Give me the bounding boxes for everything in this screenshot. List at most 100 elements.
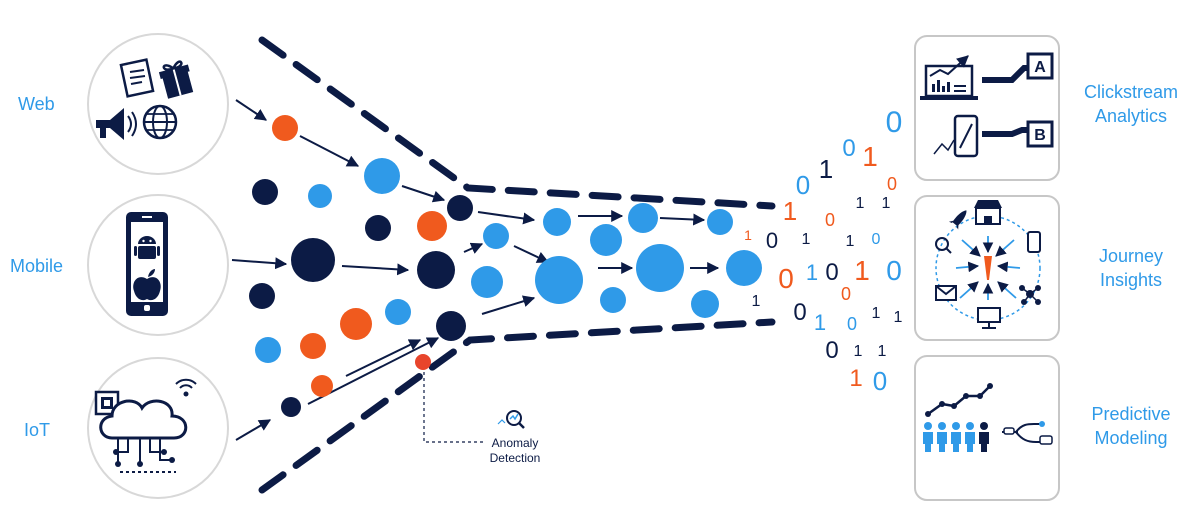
data-dot (255, 337, 281, 363)
output-label-predictive: Predictive Modeling (1091, 404, 1171, 448)
store-icon (974, 200, 1002, 225)
data-dots (249, 115, 762, 417)
data-dot (483, 223, 509, 249)
mobile-chart-icon (933, 114, 979, 158)
data-dot (308, 184, 332, 208)
binary-digit: 1 (894, 309, 903, 326)
alert-icon (984, 256, 992, 280)
binary-digit: 1 (846, 233, 855, 250)
people-group-icon (923, 422, 989, 452)
source-circle-web (87, 33, 229, 175)
binary-digit: 0 (873, 366, 887, 396)
trend-line-icon (925, 383, 993, 417)
data-dot (417, 251, 455, 289)
data-dot (436, 311, 466, 341)
mail-icon (935, 285, 957, 301)
arrow-iot-in (235, 419, 272, 441)
data-dot (535, 256, 583, 304)
cloud-circuit-icon (99, 399, 188, 473)
binary-digit: 1 (882, 195, 891, 212)
anomaly-leader-line (423, 372, 484, 443)
monitor-icon (977, 307, 1001, 329)
binary-digit: 1 (878, 343, 887, 360)
intake-arrows (231, 99, 720, 441)
globe-icon (142, 104, 178, 140)
data-dot (707, 209, 733, 235)
binary-digit: 0 (778, 263, 794, 294)
predictive-icons (923, 383, 1053, 452)
data-dot (364, 158, 400, 194)
binary-digit: 1 (806, 260, 818, 285)
output-label-clickstream: Clickstream Analytics (1083, 82, 1178, 126)
person-icon (965, 422, 975, 452)
binary-digit: 1 (814, 310, 826, 335)
binary-digit: 1 (849, 365, 862, 392)
journey-network-icon (935, 200, 1041, 329)
data-dot (281, 397, 301, 417)
magnifier-chart-icon (497, 410, 525, 429)
binary-digit: 1 (744, 227, 752, 243)
funnel-outline (258, 36, 776, 494)
binary-digit: 0 (793, 299, 806, 326)
wireless-signal-icon (175, 378, 197, 397)
binary-digit: 1 (752, 293, 761, 310)
person-icon (923, 422, 933, 452)
binary-digit: 0 (841, 284, 851, 304)
svg-text:A: A (1034, 59, 1046, 76)
binary-digit: 1 (854, 343, 863, 360)
data-dot (272, 115, 298, 141)
data-dot (543, 208, 571, 236)
data-dot (628, 203, 658, 233)
person-icon (937, 422, 947, 452)
ab-test-b-icon: B (982, 120, 1054, 148)
megaphone-icon (96, 108, 137, 140)
binary-digit: 0 (842, 135, 855, 162)
web-icons (96, 58, 194, 140)
share-nodes-icon (1019, 285, 1041, 305)
data-dot (590, 224, 622, 256)
clickstream-icons: A B (920, 52, 1054, 158)
rocket-icon (948, 210, 967, 230)
funnel-top-edge (258, 36, 776, 210)
binary-digit: 0 (825, 210, 835, 230)
data-dot (691, 290, 719, 318)
data-dot (726, 250, 762, 286)
smartphone-icon (126, 212, 168, 316)
ab-test-a-icon: A (982, 52, 1054, 83)
binary-digit: 0 (825, 337, 838, 364)
data-dot (600, 287, 626, 313)
android-icon (134, 236, 160, 259)
svg-text:B: B (1034, 127, 1046, 144)
data-dot (365, 215, 391, 241)
binary-digit: 0 (825, 259, 838, 286)
data-dot (291, 238, 335, 282)
analytics-laptop-icon (920, 55, 978, 100)
anomaly-callout (423, 372, 525, 443)
binary-digit: 1 (854, 255, 870, 286)
data-dot (417, 211, 447, 241)
document-icon (119, 58, 155, 98)
arrow-web-in (235, 99, 267, 121)
source-label-mobile: Mobile (10, 256, 64, 276)
funnel-bottom-edge (258, 318, 776, 494)
arrow-mobile-in (231, 257, 288, 270)
binary-digit: 0 (766, 228, 778, 253)
gift-icon (158, 60, 194, 99)
data-dot (340, 308, 372, 340)
source-label-iot: IoT (24, 420, 51, 440)
data-dot (300, 333, 326, 359)
binary-digit: 0 (847, 314, 857, 334)
data-dot (447, 195, 473, 221)
binary-digit: 1 (872, 305, 881, 322)
data-dot (311, 375, 333, 397)
binary-digit: 1 (783, 196, 797, 226)
binary-digit: 0 (872, 231, 881, 248)
model-connectors-icon (1002, 421, 1053, 445)
data-dot (471, 266, 503, 298)
anomaly-detection-label: Anomaly Detection (489, 436, 541, 465)
source-label-web: Web (18, 94, 55, 114)
output-label-journey: Journey Insights (1098, 246, 1164, 290)
binary-digit: 1 (856, 195, 865, 212)
